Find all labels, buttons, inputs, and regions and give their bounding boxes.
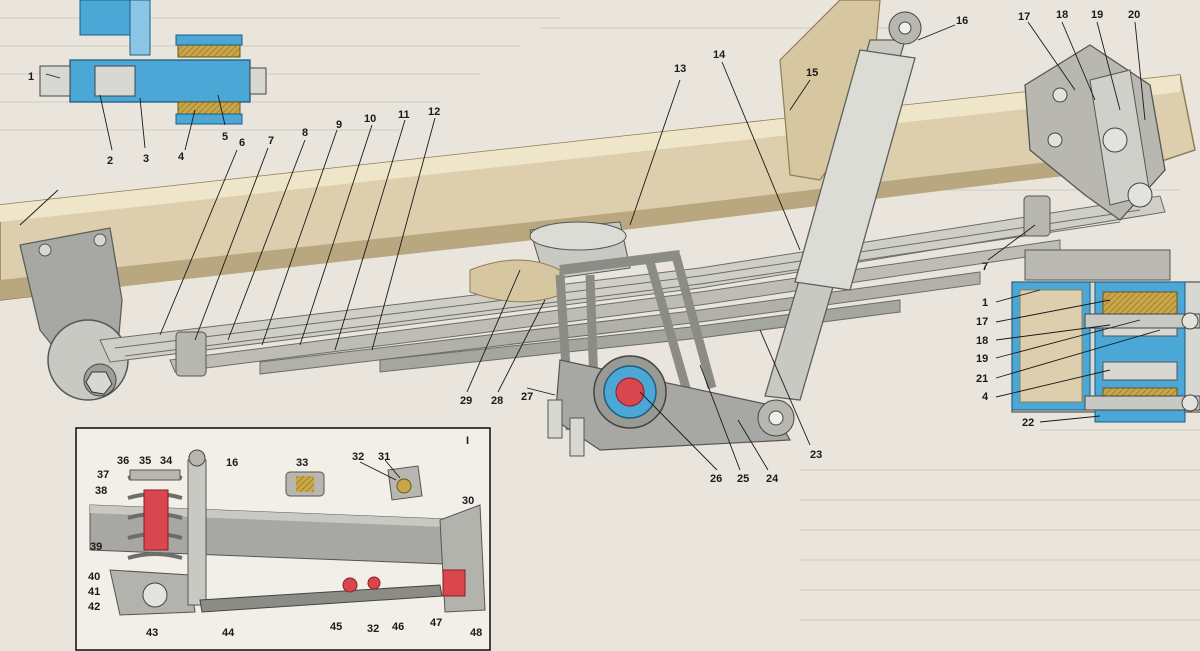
callout-main-14: 14 — [713, 49, 726, 61]
shock-absorber — [757, 11, 922, 437]
callout-inset-37: 37 — [97, 469, 109, 481]
callout-main-17: 17 — [1018, 11, 1030, 23]
callout-inset-38: 38 — [95, 485, 107, 497]
callout-main-7: 7 — [268, 135, 274, 147]
callout-inset-32-top: 32 — [352, 451, 364, 463]
callout-inset-48: 48 — [470, 627, 482, 639]
callout-main-27: 27 — [521, 391, 533, 403]
callout-section-18: 18 — [976, 335, 988, 347]
callout-main-16: 16 — [956, 15, 968, 27]
callout-main-23: 23 — [810, 449, 822, 461]
callout-main-1: 1 — [28, 71, 34, 83]
callout-main-18: 18 — [1056, 9, 1068, 21]
callout-section-22: 22 — [1022, 417, 1034, 429]
axle-assembly — [547, 250, 792, 457]
callout-main-19: 19 — [1091, 9, 1103, 21]
callout-main-20: 20 — [1128, 9, 1140, 21]
callout-inset-30: 30 — [462, 495, 474, 507]
callout-main-9: 9 — [336, 119, 342, 131]
callout-main-6: 6 — [239, 137, 245, 149]
callout-main-11: 11 — [398, 109, 410, 121]
callout-inset-44: 44 — [222, 627, 235, 639]
callout-section-21: 21 — [976, 373, 988, 385]
main-callouts: 1 2 3 4 5 6 7 8 9 10 11 12 13 14 15 16 1… — [28, 9, 1140, 485]
callout-inset-40: 40 — [88, 571, 100, 583]
callout-main-24: 24 — [766, 473, 779, 485]
callout-inset-41: 41 — [88, 586, 100, 598]
eye-bushing-cutaway — [39, 0, 267, 125]
callout-main-28: 28 — [491, 395, 503, 407]
callout-inset-46: 46 — [392, 621, 404, 633]
spring-clip-rear — [1023, 195, 1051, 237]
callout-inset-32-bottom: 32 — [367, 623, 379, 635]
background-page-lines — [0, 17, 1200, 621]
callout-inset-35: 35 — [139, 455, 151, 467]
shackle-section-view — [1011, 249, 1200, 423]
callout-inset-16: 16 — [226, 457, 238, 469]
callout-main-3: 3 — [143, 153, 149, 165]
section-callouts: 7 1 17 18 19 21 4 22 — [976, 261, 1034, 429]
callout-main-5: 5 — [222, 131, 228, 143]
callout-main-8: 8 — [302, 127, 308, 139]
callout-main-29: 29 — [460, 395, 472, 407]
callout-main-25: 25 — [737, 473, 749, 485]
callout-main-10: 10 — [364, 113, 376, 125]
callout-section-17: 17 — [976, 316, 988, 328]
callout-inset-33: 33 — [296, 457, 308, 469]
callout-section-1: 1 — [982, 297, 988, 309]
callout-inset-47: 47 — [430, 617, 442, 629]
callout-main-2: 2 — [107, 155, 113, 167]
front-spring-bracket — [19, 227, 129, 401]
spring-clip-front — [175, 331, 207, 377]
callout-main-26: 26 — [710, 473, 722, 485]
rear-shackle-bracket — [1024, 44, 1166, 221]
callout-inset-39: 39 — [90, 541, 102, 553]
callout-inset-36: 36 — [117, 455, 129, 467]
leader-lines — [19, 21, 1161, 481]
callout-section-19: 19 — [976, 353, 988, 365]
callout-inset-45: 45 — [330, 621, 342, 633]
callout-section-4: 4 — [982, 391, 989, 403]
callout-main-13: 13 — [674, 63, 686, 75]
inset-panel — [75, 427, 491, 651]
inset-callouts: I 16 30 31 32 33 34 35 36 37 38 39 40 41… — [88, 435, 482, 639]
callout-inset-42: 42 — [88, 601, 100, 613]
callout-main-12: 12 — [428, 106, 440, 118]
callout-main-4: 4 — [178, 151, 185, 163]
callout-inset-31: 31 — [378, 451, 390, 463]
callout-inset-I: I — [466, 435, 469, 447]
callout-main-15: 15 — [806, 67, 818, 79]
callout-inset-43: 43 — [146, 627, 158, 639]
callout-inset-34: 34 — [160, 455, 173, 467]
callout-section-7: 7 — [982, 261, 988, 273]
